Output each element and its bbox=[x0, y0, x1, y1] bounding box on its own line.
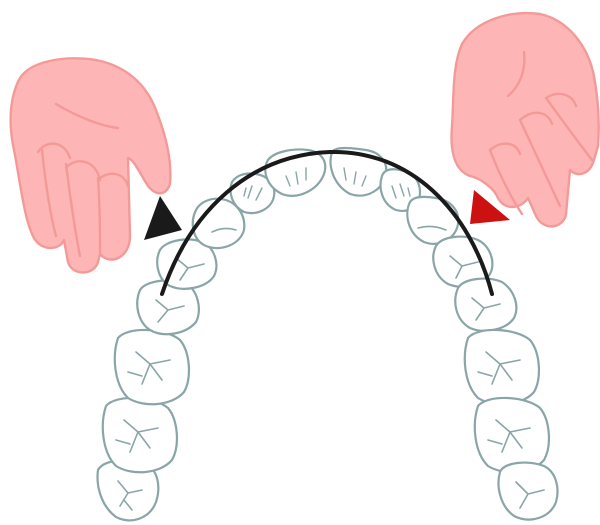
archwire bbox=[160, 149, 494, 296]
tooth-right-molar-2 bbox=[473, 396, 550, 474]
tooth-left-premolar-1 bbox=[156, 238, 218, 290]
tooth-right-canine bbox=[406, 195, 460, 245]
tooth-left-molar-2 bbox=[101, 396, 178, 474]
left-hand-icon bbox=[9, 57, 172, 274]
tooth-right-molar-1 bbox=[463, 328, 540, 406]
right-hand-icon bbox=[450, 12, 600, 228]
tooth-right-molar-3 bbox=[497, 461, 559, 521]
triangle-marker-left bbox=[144, 196, 182, 240]
tooth-left-molar-1 bbox=[113, 328, 190, 406]
tooth-right-premolar-2 bbox=[454, 277, 518, 332]
triangle-marker-right bbox=[470, 190, 510, 224]
